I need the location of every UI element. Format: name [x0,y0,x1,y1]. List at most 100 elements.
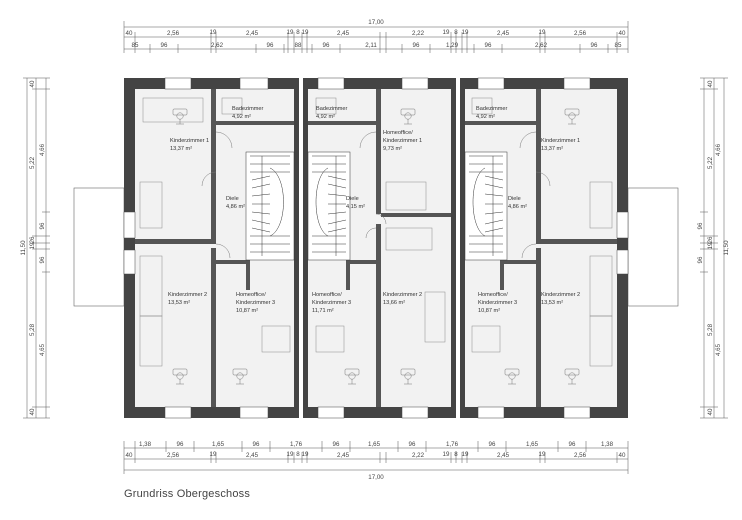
room-area: 13,53 m² [541,300,563,306]
room-area: 4,86 m² [226,204,245,210]
svg-text:85: 85 [615,42,622,49]
svg-text:96: 96 [253,441,260,448]
party-wall-gaps [299,78,460,418]
right-dimension-labels: 11,50 40 5,22 4,66 26 19 96 96 5,28 4,65… [697,80,730,415]
room-area: 13,66 m² [383,300,405,306]
svg-text:19: 19 [462,29,469,36]
svg-text:2,62: 2,62 [211,42,224,49]
svg-text:1,29: 1,29 [446,42,459,49]
svg-text:19: 19 [287,29,294,36]
room-label: Kinderzimmer 3 [236,300,275,306]
room-area: 10,87 m² [478,308,500,314]
interior-walls [135,89,617,407]
top-dimension-chain [123,21,629,53]
svg-text:4,65: 4,65 [715,343,722,356]
bottom-dimension-labels-row1: 1,38 96 1,65 96 1,76 96 1,65 96 1,76 96 … [139,441,614,448]
svg-text:40: 40 [126,452,133,459]
furniture [139,97,613,367]
room-labels: Kinderzimmer 1 13,37 m² Badezimmer 4,92 … [168,106,580,314]
svg-text:19: 19 [443,451,450,458]
top-dimension-labels-row3: 85 96 2,62 96 88 96 2,11 96 1,29 96 2,62… [132,42,622,49]
svg-text:19: 19 [539,451,546,458]
svg-text:96: 96 [489,441,496,448]
room-label: Kinderzimmer 3 [312,300,351,306]
svg-text:2,11: 2,11 [365,42,377,49]
svg-text:8: 8 [454,451,458,458]
room-label: Kinderzimmer 2 [541,292,580,298]
svg-text:96: 96 [39,256,46,263]
room-area: 4,86 m² [508,204,527,210]
right-dimension-chain [700,77,728,419]
room-area: 4,92 m² [316,114,335,120]
door-swings [201,131,551,259]
svg-text:19: 19 [210,451,217,458]
windows [123,77,629,419]
room-label: Kinderzimmer 1 [541,138,580,144]
room-label: Homeoffice/ [236,292,266,298]
room-area: 13,37 m² [541,146,563,152]
room-label: Kinderzimmer 1 [383,138,422,144]
svg-text:40: 40 [126,30,133,37]
svg-text:2,22: 2,22 [412,30,425,37]
svg-text:8: 8 [296,29,300,36]
room-area: 4,92 m² [476,114,495,120]
svg-text:2,45: 2,45 [246,30,259,37]
bottom-dimension-labels-row2: 40 2,56 19 2,45 19 8 19 2,45 2,22 19 8 1… [126,451,626,459]
svg-text:8: 8 [296,451,300,458]
svg-text:1,38: 1,38 [139,441,152,448]
room-label: Badezimmer [316,106,348,112]
svg-text:8: 8 [454,29,458,36]
room-label: Diele [508,196,521,202]
svg-text:2,45: 2,45 [497,30,510,37]
room-label: Badezimmer [232,106,264,112]
svg-text:96: 96 [697,256,704,263]
room-label: Badezimmer [476,106,508,112]
room-label: Kinderzimmer 2 [168,292,207,298]
svg-text:1,65: 1,65 [212,441,225,448]
svg-text:4,66: 4,66 [39,143,46,156]
balcony-right [627,187,679,307]
room-area: 9,73 m² [383,146,402,152]
svg-text:19: 19 [539,29,546,36]
svg-text:40: 40 [29,408,36,415]
room-area: 11,71 m² [312,308,334,314]
room-label: Kinderzimmer 1 [170,138,209,144]
room-area: 13,37 m² [170,146,192,152]
stairs [245,151,508,261]
svg-text:2,56: 2,56 [574,30,587,37]
svg-text:96: 96 [413,42,420,49]
svg-text:96: 96 [161,42,168,49]
top-dimension-labels-row2: 40 2,56 19 2,45 19 8 19 2,45 2,22 19 8 1… [126,29,626,37]
svg-text:11,50: 11,50 [723,240,730,256]
svg-text:4,66: 4,66 [715,143,722,156]
svg-text:5,28: 5,28 [707,323,714,336]
room-label: Diele [346,196,359,202]
room-area: 13,53 m² [168,300,190,306]
top-total-dimension: 17,00 [368,19,384,26]
svg-text:96: 96 [39,222,46,229]
drawing-caption: Grundriss Obergeschoss [124,488,251,500]
svg-text:2,45: 2,45 [337,452,350,459]
balcony-left [73,187,125,307]
room-label: Homeoffice/ [478,292,508,298]
svg-text:40: 40 [619,30,626,37]
svg-text:19: 19 [302,451,309,458]
stair-treads [250,155,504,256]
room-label: Kinderzimmer 2 [383,292,422,298]
room-label: Homeoffice/ [383,130,413,136]
svg-text:2,45: 2,45 [497,452,510,459]
svg-text:19: 19 [29,242,36,249]
room-label: Diele [226,196,239,202]
svg-text:96: 96 [485,42,492,49]
svg-text:96: 96 [177,441,184,448]
svg-text:19: 19 [302,29,309,36]
left-dimension-chain [23,77,50,419]
svg-text:19: 19 [443,29,450,36]
svg-text:96: 96 [697,222,704,229]
svg-text:1,38: 1,38 [601,441,614,448]
svg-text:4,65: 4,65 [39,343,46,356]
svg-text:1,76: 1,76 [290,441,303,448]
svg-text:40: 40 [707,408,714,415]
room-area: 4,92 m² [232,114,251,120]
